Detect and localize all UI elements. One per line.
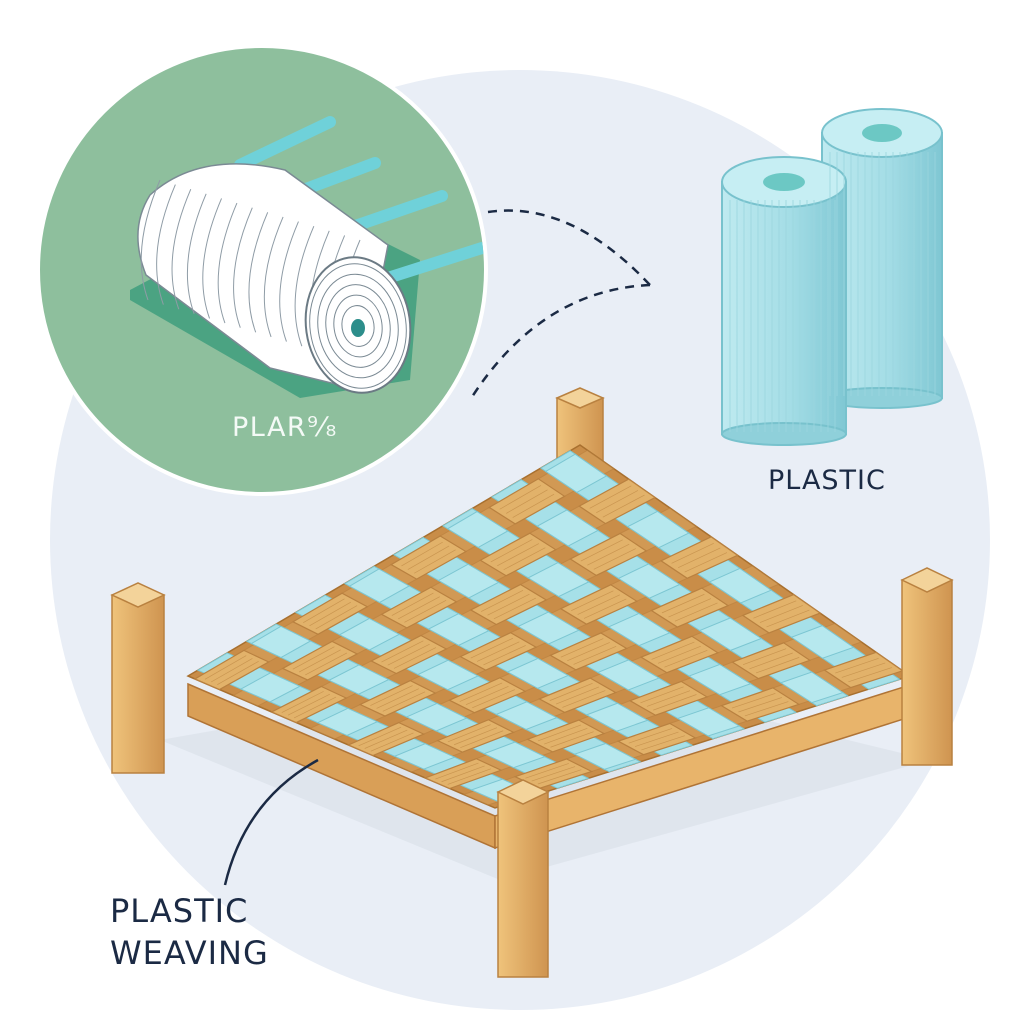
woven-bed [110, 387, 954, 978]
roll-label: PLAR⁹⁄₈ [232, 412, 338, 443]
paper-roll [137, 163, 412, 394]
plastic-rolls [721, 108, 943, 446]
weaving-label-line2: WEAVING [110, 934, 269, 972]
dashed-connector [468, 209, 651, 401]
post-front [496, 779, 550, 978]
post-right [900, 567, 954, 766]
weaving-label-line1: PLASTIC [110, 892, 249, 930]
plastic-label: PLASTIC [768, 465, 886, 496]
weaving-leader-line [223, 758, 319, 886]
plastic-roll-front [721, 156, 847, 446]
post-left [110, 582, 166, 774]
roll-inset [36, 44, 488, 496]
